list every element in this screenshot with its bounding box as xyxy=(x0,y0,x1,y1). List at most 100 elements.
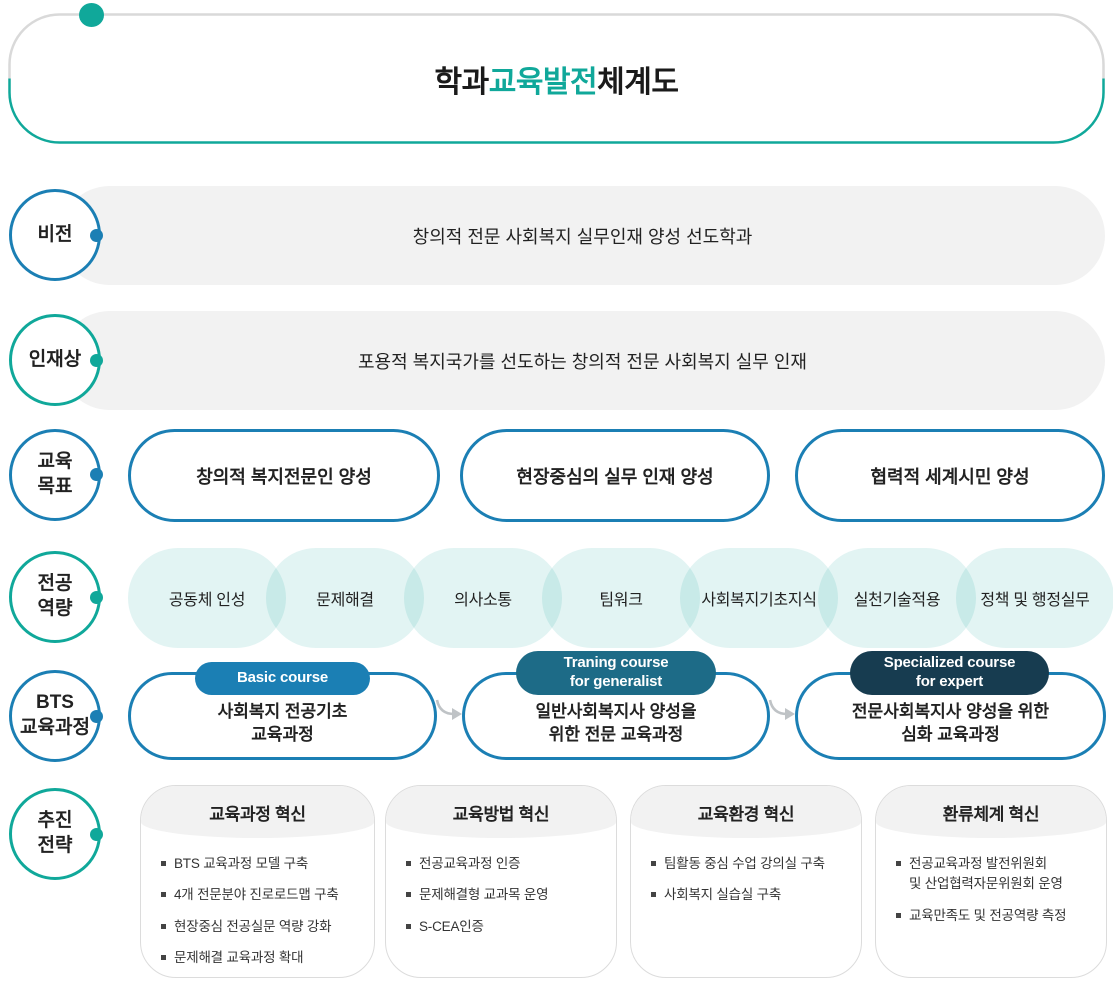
competency-text: 사회복지기초지식 xyxy=(701,592,817,609)
title-frame-border xyxy=(8,13,1105,144)
bullet-text: S-CEA인증 xyxy=(419,918,484,934)
bullet-icon xyxy=(896,861,901,866)
row-label-strategy-text: 추진 전략 xyxy=(37,810,73,856)
card-header: 환류체계 혁신 xyxy=(876,786,1106,838)
goal-pill: 현장중심의 실무 인재 양성 xyxy=(460,429,770,522)
card-header: 교육환경 혁신 xyxy=(631,786,861,838)
bullet-icon xyxy=(161,892,166,898)
card-body: 전공교육과정 인증 문제해결형 교과목 운영 S-CEA인증 xyxy=(386,838,616,937)
bullet-text: 4개 전문분야 진로로드맵 구축 xyxy=(174,887,339,903)
bullet-icon xyxy=(161,923,166,929)
vision-bar: 창의적 전문 사회복지 실무인재 양성 선도학과 xyxy=(60,186,1105,285)
flow-arrow-icon xyxy=(768,699,795,720)
competency-pill: 실천기술적용 xyxy=(818,548,976,648)
row-label-competencies-text: 전공 역량 xyxy=(37,573,73,619)
page-title-highlight: 교육발전 xyxy=(488,65,598,99)
connector-dot-talent xyxy=(90,354,103,367)
competency-pill: 사회복지기초지식 xyxy=(680,548,838,648)
strategy-card-curriculum: 교육과정 혁신 BTS 교육과정 모델 구축 4개 전문분야 진로로드맵 구축 … xyxy=(140,785,375,978)
course-body-text: 일반사회복지사 양성을 위한 전문 교육과정 xyxy=(535,702,697,744)
bullet-item: 전공교육과정 발전위원회 및 산업협력자문위원회 운영 xyxy=(896,854,1096,895)
bullet-item: 4개 전문분야 진로로드맵 구축 xyxy=(161,885,364,905)
bullet-icon xyxy=(406,861,411,866)
competency-text: 문제해결 xyxy=(316,592,374,609)
connector-dot-vision xyxy=(90,229,103,242)
bullet-text: BTS 교육과정 모델 구축 xyxy=(174,856,309,871)
course-body-text: 전문사회복지사 양성을 위한 심화 교육과정 xyxy=(851,702,1050,744)
bullet-item: 교육만족도 및 전공역량 측정 xyxy=(896,906,1096,926)
page-title-suffix: 체계도 xyxy=(597,65,679,99)
competency-text: 정책 및 행정실무 xyxy=(980,592,1090,609)
bullet-item: 문제해결 교육과정 확대 xyxy=(161,948,364,968)
title-accent-dot xyxy=(79,3,104,27)
competency-pill: 정책 및 행정실무 xyxy=(956,548,1113,648)
goal-pill: 협력적 세계시민 양성 xyxy=(795,429,1105,522)
bullet-item: 팀활동 중심 수업 강의실 구축 xyxy=(651,854,851,874)
course-badge-text: Traning course for generalist xyxy=(563,654,669,690)
bullet-text: 교육만족도 및 전공역량 측정 xyxy=(909,907,1067,923)
row-label-bts-text: BTS 교육과정 xyxy=(20,692,90,738)
course-badge-text: Basic course xyxy=(237,669,328,687)
bullet-item: BTS 교육과정 모델 구축 xyxy=(161,854,364,874)
card-header: 교육방법 혁신 xyxy=(386,786,616,838)
course-badge-text: Specialized course for expert xyxy=(883,654,1016,690)
goal-text: 현장중심의 실무 인재 양성 xyxy=(516,466,714,487)
bullet-icon xyxy=(651,861,656,866)
competency-text: 의사소통 xyxy=(454,592,512,609)
row-label-talent: 인재상 xyxy=(9,314,101,406)
bullet-item: 사회복지 실습실 구축 xyxy=(651,885,851,905)
connector-dot-competencies xyxy=(90,591,103,604)
connector-dot-goals xyxy=(90,468,103,481)
connector-dot-strategy xyxy=(90,828,103,841)
bullet-icon xyxy=(406,892,411,898)
goal-text: 협력적 세계시민 양성 xyxy=(870,466,1030,487)
course-body-text: 사회복지 전공기초 교육과정 xyxy=(217,702,348,744)
row-label-vision-text: 비전 xyxy=(37,223,73,245)
bullet-item: 전공교육과정 인증 xyxy=(406,854,606,874)
talent-bar: 포용적 복지국가를 선도하는 창의적 전문 사회복지 실무 인재 xyxy=(60,311,1105,410)
card-header: 교육과정 혁신 xyxy=(141,786,374,838)
competency-pill: 의사소통 xyxy=(404,548,562,648)
goal-text: 창의적 복지전문인 양성 xyxy=(196,466,372,487)
card-title: 교육과정 혁신 xyxy=(209,804,306,824)
bullet-text: 현장중심 전공실문 역량 강화 xyxy=(174,918,332,934)
competency-text: 공동체 인성 xyxy=(168,592,246,609)
strategy-card-environment: 교육환경 혁신 팀활동 중심 수업 강의실 구축 사회복지 실습실 구축 xyxy=(630,785,862,978)
course-badge-specialized: Specialized course for expert xyxy=(850,651,1049,695)
row-label-bts: BTS 교육과정 xyxy=(9,670,101,762)
competency-pill: 팀워크 xyxy=(542,548,700,648)
bullet-text: 전공교육과정 인증 xyxy=(419,856,521,871)
page-title-prefix: 학과 xyxy=(434,65,490,99)
competency-pill: 공동체 인성 xyxy=(128,548,286,648)
bullet-icon xyxy=(161,861,166,866)
bullet-text: 문제해결형 교과목 운영 xyxy=(419,887,549,903)
flow-arrow-icon xyxy=(435,699,462,720)
row-label-talent-text: 인재상 xyxy=(28,348,82,370)
bullet-text: 전공교육과정 발전위원회 및 산업협력자문위원회 운영 xyxy=(909,856,1063,892)
row-label-strategy: 추진 전략 xyxy=(9,788,101,880)
talent-text: 포용적 복지국가를 선도하는 창의적 전문 사회복지 실무 인재 xyxy=(357,351,807,372)
competency-text: 실천기술적용 xyxy=(853,592,941,609)
bullet-icon xyxy=(651,892,656,898)
bullet-text: 문제해결 교육과정 확대 xyxy=(174,949,304,965)
card-title: 환류체계 혁신 xyxy=(942,804,1040,824)
course-badge-basic: Basic course xyxy=(195,662,370,695)
card-title: 교육환경 혁신 xyxy=(697,804,795,824)
bullet-text: 팀활동 중심 수업 강의실 구축 xyxy=(664,856,825,871)
competency-pill: 문제해결 xyxy=(266,548,424,648)
card-body: 전공교육과정 발전위원회 및 산업협력자문위원회 운영 교육만족도 및 전공역량… xyxy=(876,838,1106,926)
card-body: 팀활동 중심 수업 강의실 구축 사회복지 실습실 구축 xyxy=(631,838,861,906)
bullet-item: S-CEA인증 xyxy=(406,917,606,937)
bullet-item: 문제해결형 교과목 운영 xyxy=(406,885,606,905)
card-title: 교육방법 혁신 xyxy=(452,804,550,824)
course-badge-training: Traning course for generalist xyxy=(516,651,716,695)
connector-dot-bts xyxy=(90,710,103,723)
strategy-card-methods: 교육방법 혁신 전공교육과정 인증 문제해결형 교과목 운영 S-CEA인증 xyxy=(385,785,617,978)
bullet-icon xyxy=(896,912,901,918)
page-title: 학과 교육발전 체계도 xyxy=(8,13,1105,144)
competency-text: 팀워크 xyxy=(599,592,643,609)
row-label-goals: 교육 목표 xyxy=(9,429,101,521)
goal-pill: 창의적 복지전문인 양성 xyxy=(128,429,440,522)
card-body: BTS 교육과정 모델 구축 4개 전문분야 진로로드맵 구축 현장중심 전공실… xyxy=(141,838,374,968)
